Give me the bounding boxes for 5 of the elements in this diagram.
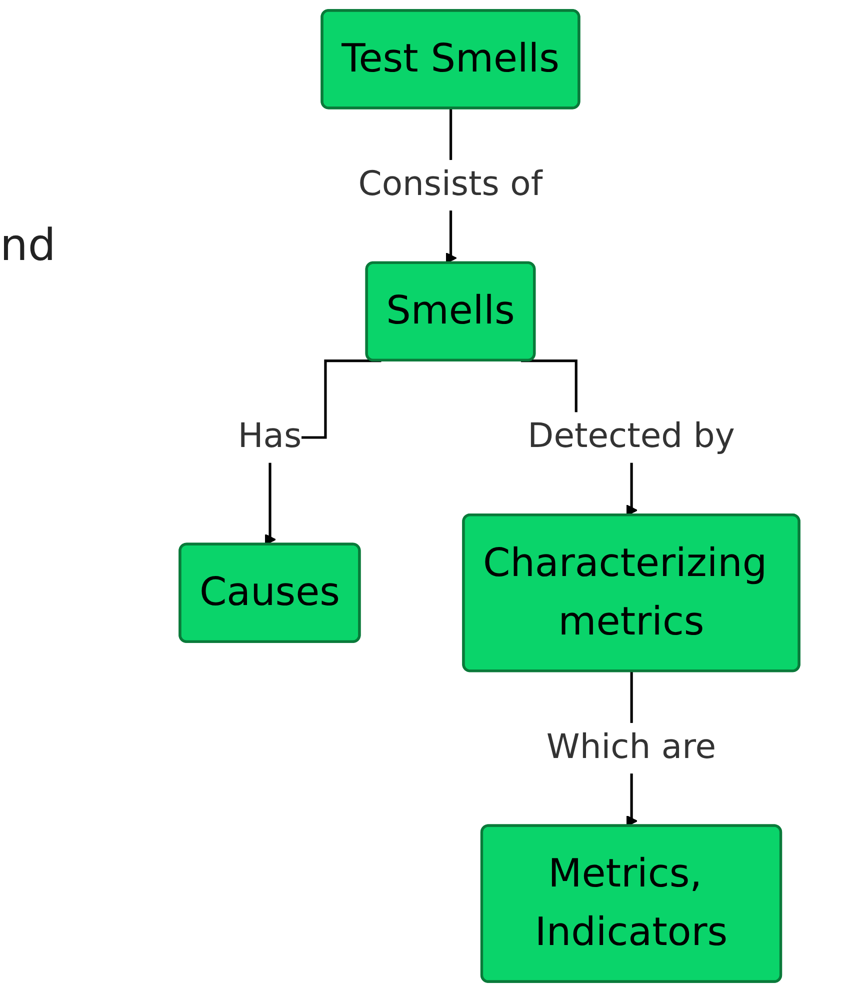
edge-label: Consists of	[358, 165, 543, 204]
edge-label: Which are	[546, 728, 716, 768]
edge-label: Detected by	[528, 417, 735, 456]
edge-label: Has	[238, 417, 302, 456]
text-fragment: nd	[0, 220, 56, 271]
